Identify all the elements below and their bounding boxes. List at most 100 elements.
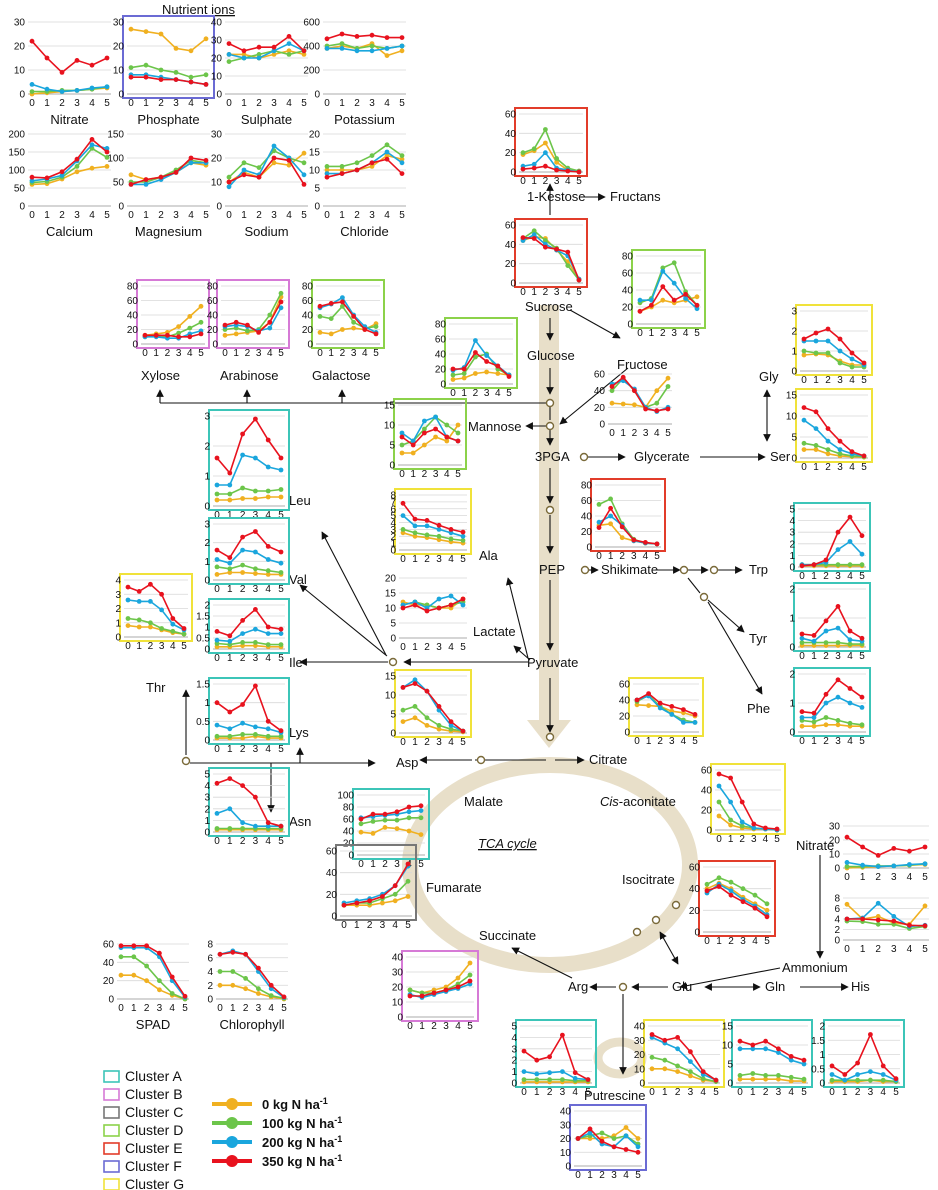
data-point [125,597,131,603]
x-tick-label: 3 [837,375,843,386]
data-point [521,1077,527,1082]
y-tick-label: 20 [309,130,321,141]
x-tick-label: 0 [400,554,406,565]
data-point [188,160,194,166]
label-mannose: Mannose [468,419,521,434]
data-point [227,642,233,647]
data-point [148,581,153,587]
data-point [922,844,928,850]
x-tick-label: 5 [801,1087,807,1098]
y-tick-label: 0 [389,461,395,472]
cluster-frame [208,409,290,511]
data-point [436,596,442,602]
data-point [281,994,287,1000]
data-point [340,295,345,300]
x-tick-label: 2 [543,176,549,187]
data-point [576,169,582,175]
y-tick-label: 60 [622,269,634,280]
treatment-sup: -1 [334,1115,342,1125]
data-point [265,494,271,500]
data-point [394,826,400,831]
data-point [29,38,35,44]
x-tick-label: 3 [891,872,897,883]
y-tick-label: 0 [510,279,516,290]
data-point [460,533,466,539]
y-tick-label: 10 [14,66,26,77]
x-tick-label: 4 [907,872,913,883]
x-tick-label: 1 [620,428,626,439]
data-point [460,538,466,543]
data-point [461,375,467,381]
cluster-frame [208,767,290,837]
y-tick-label: 0 [331,912,337,923]
data-point [227,491,233,497]
cluster-frame [590,478,666,552]
data-point [891,863,897,869]
series-line [831,1032,897,1080]
x-tick-label: 3 [176,348,182,359]
label-fructans: Fructans [610,189,661,204]
data-point [176,324,182,329]
x-tick-label: 2 [165,348,171,359]
y-tick-label: 0 [19,202,25,213]
data-point [407,987,413,993]
cluster-legend-label: Cluster D [125,1122,183,1138]
label-pyruvate: Pyruvate [527,655,578,670]
data-point [136,617,142,623]
data-point [240,452,246,458]
x-tick-label: 4 [392,920,398,931]
data-point [370,819,376,824]
x-tick-label: 3 [256,1003,262,1014]
data-point [399,156,405,162]
x-tick-label: 2 [245,348,251,359]
data-point [74,88,80,93]
x-tick-label: 4 [448,554,454,565]
data-point [324,174,330,180]
data-point [531,236,537,241]
data-point [354,160,360,166]
y-tick-label: 0 [118,90,124,101]
node [181,756,191,766]
data-point [847,700,853,706]
y-tick-label: 20 [435,365,447,376]
data-point [265,823,271,829]
y-tick-label: 40 [505,129,517,140]
x-tick-label: 4 [565,176,571,187]
x-tick-label: 2 [473,388,479,399]
x-tick-label: 0 [844,872,850,883]
x-tick-label: 0 [801,462,807,473]
x-tick-label: 1 [842,1087,848,1098]
data-point [226,52,232,57]
data-point [799,640,805,645]
y-tick-label: 60 [127,296,139,307]
data-point [713,1077,719,1083]
data-point [861,453,867,459]
data-point [230,969,236,974]
series-line [217,496,281,501]
y-tick-label: 15 [385,589,397,600]
data-point [460,596,466,602]
x-tick-label: 0 [829,1087,835,1098]
data-point [230,949,236,955]
data-point [424,723,430,728]
y-tick-label: 0 [586,543,592,554]
y-tick-label: 1.5 [196,612,210,623]
y-tick-label: 150 [107,130,124,141]
data-point [412,704,418,709]
y-tick-label: 40 [302,311,314,322]
x-tick-label: 4 [265,836,271,847]
y-tick-label: 0 [19,90,25,101]
x-tick-label: 5 [281,1003,287,1014]
data-point [837,348,843,354]
x-tick-label: 4 [169,1003,175,1014]
data-point [136,589,142,594]
data-point [136,599,142,604]
y-tick-label: 60 [207,296,219,307]
data-point [424,523,430,529]
data-point [847,637,853,643]
data-point [278,733,284,739]
data-point [233,331,239,337]
data-point [265,820,271,826]
